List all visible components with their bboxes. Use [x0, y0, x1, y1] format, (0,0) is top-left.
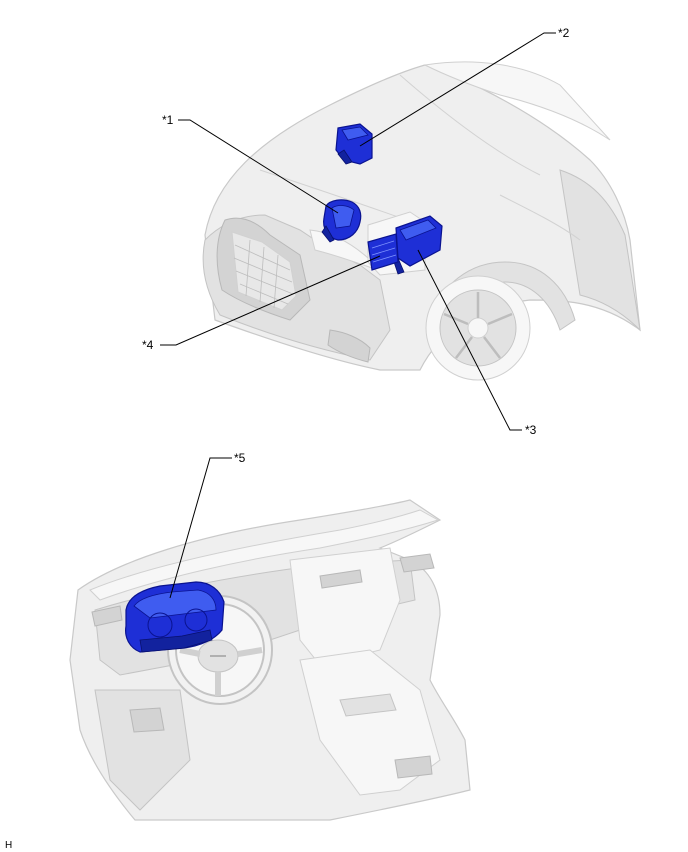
leader-line-4 [160, 255, 381, 346]
leader-line-1 [178, 119, 339, 214]
leader-line-3 [417, 249, 522, 431]
callout-4-label: *4 [142, 338, 154, 352]
component-5 [125, 581, 225, 653]
callout-5-label: *5 [234, 451, 246, 465]
leader-line-5 [169, 457, 232, 599]
leader-lines [160, 32, 556, 599]
callout-3-label: *3 [525, 423, 537, 437]
component-2 [335, 123, 373, 165]
figure-code: H [5, 840, 12, 851]
vehicle-front-view [202, 61, 641, 381]
callout-1-label: *1 [162, 113, 174, 127]
vehicle-interior-view [69, 499, 471, 821]
callout-2-label: *2 [558, 26, 570, 40]
component-4 [367, 233, 399, 271]
leader-line-2 [359, 32, 556, 147]
callout-labels: *1 *2 *3 *4 *5 H [5, 26, 570, 851]
